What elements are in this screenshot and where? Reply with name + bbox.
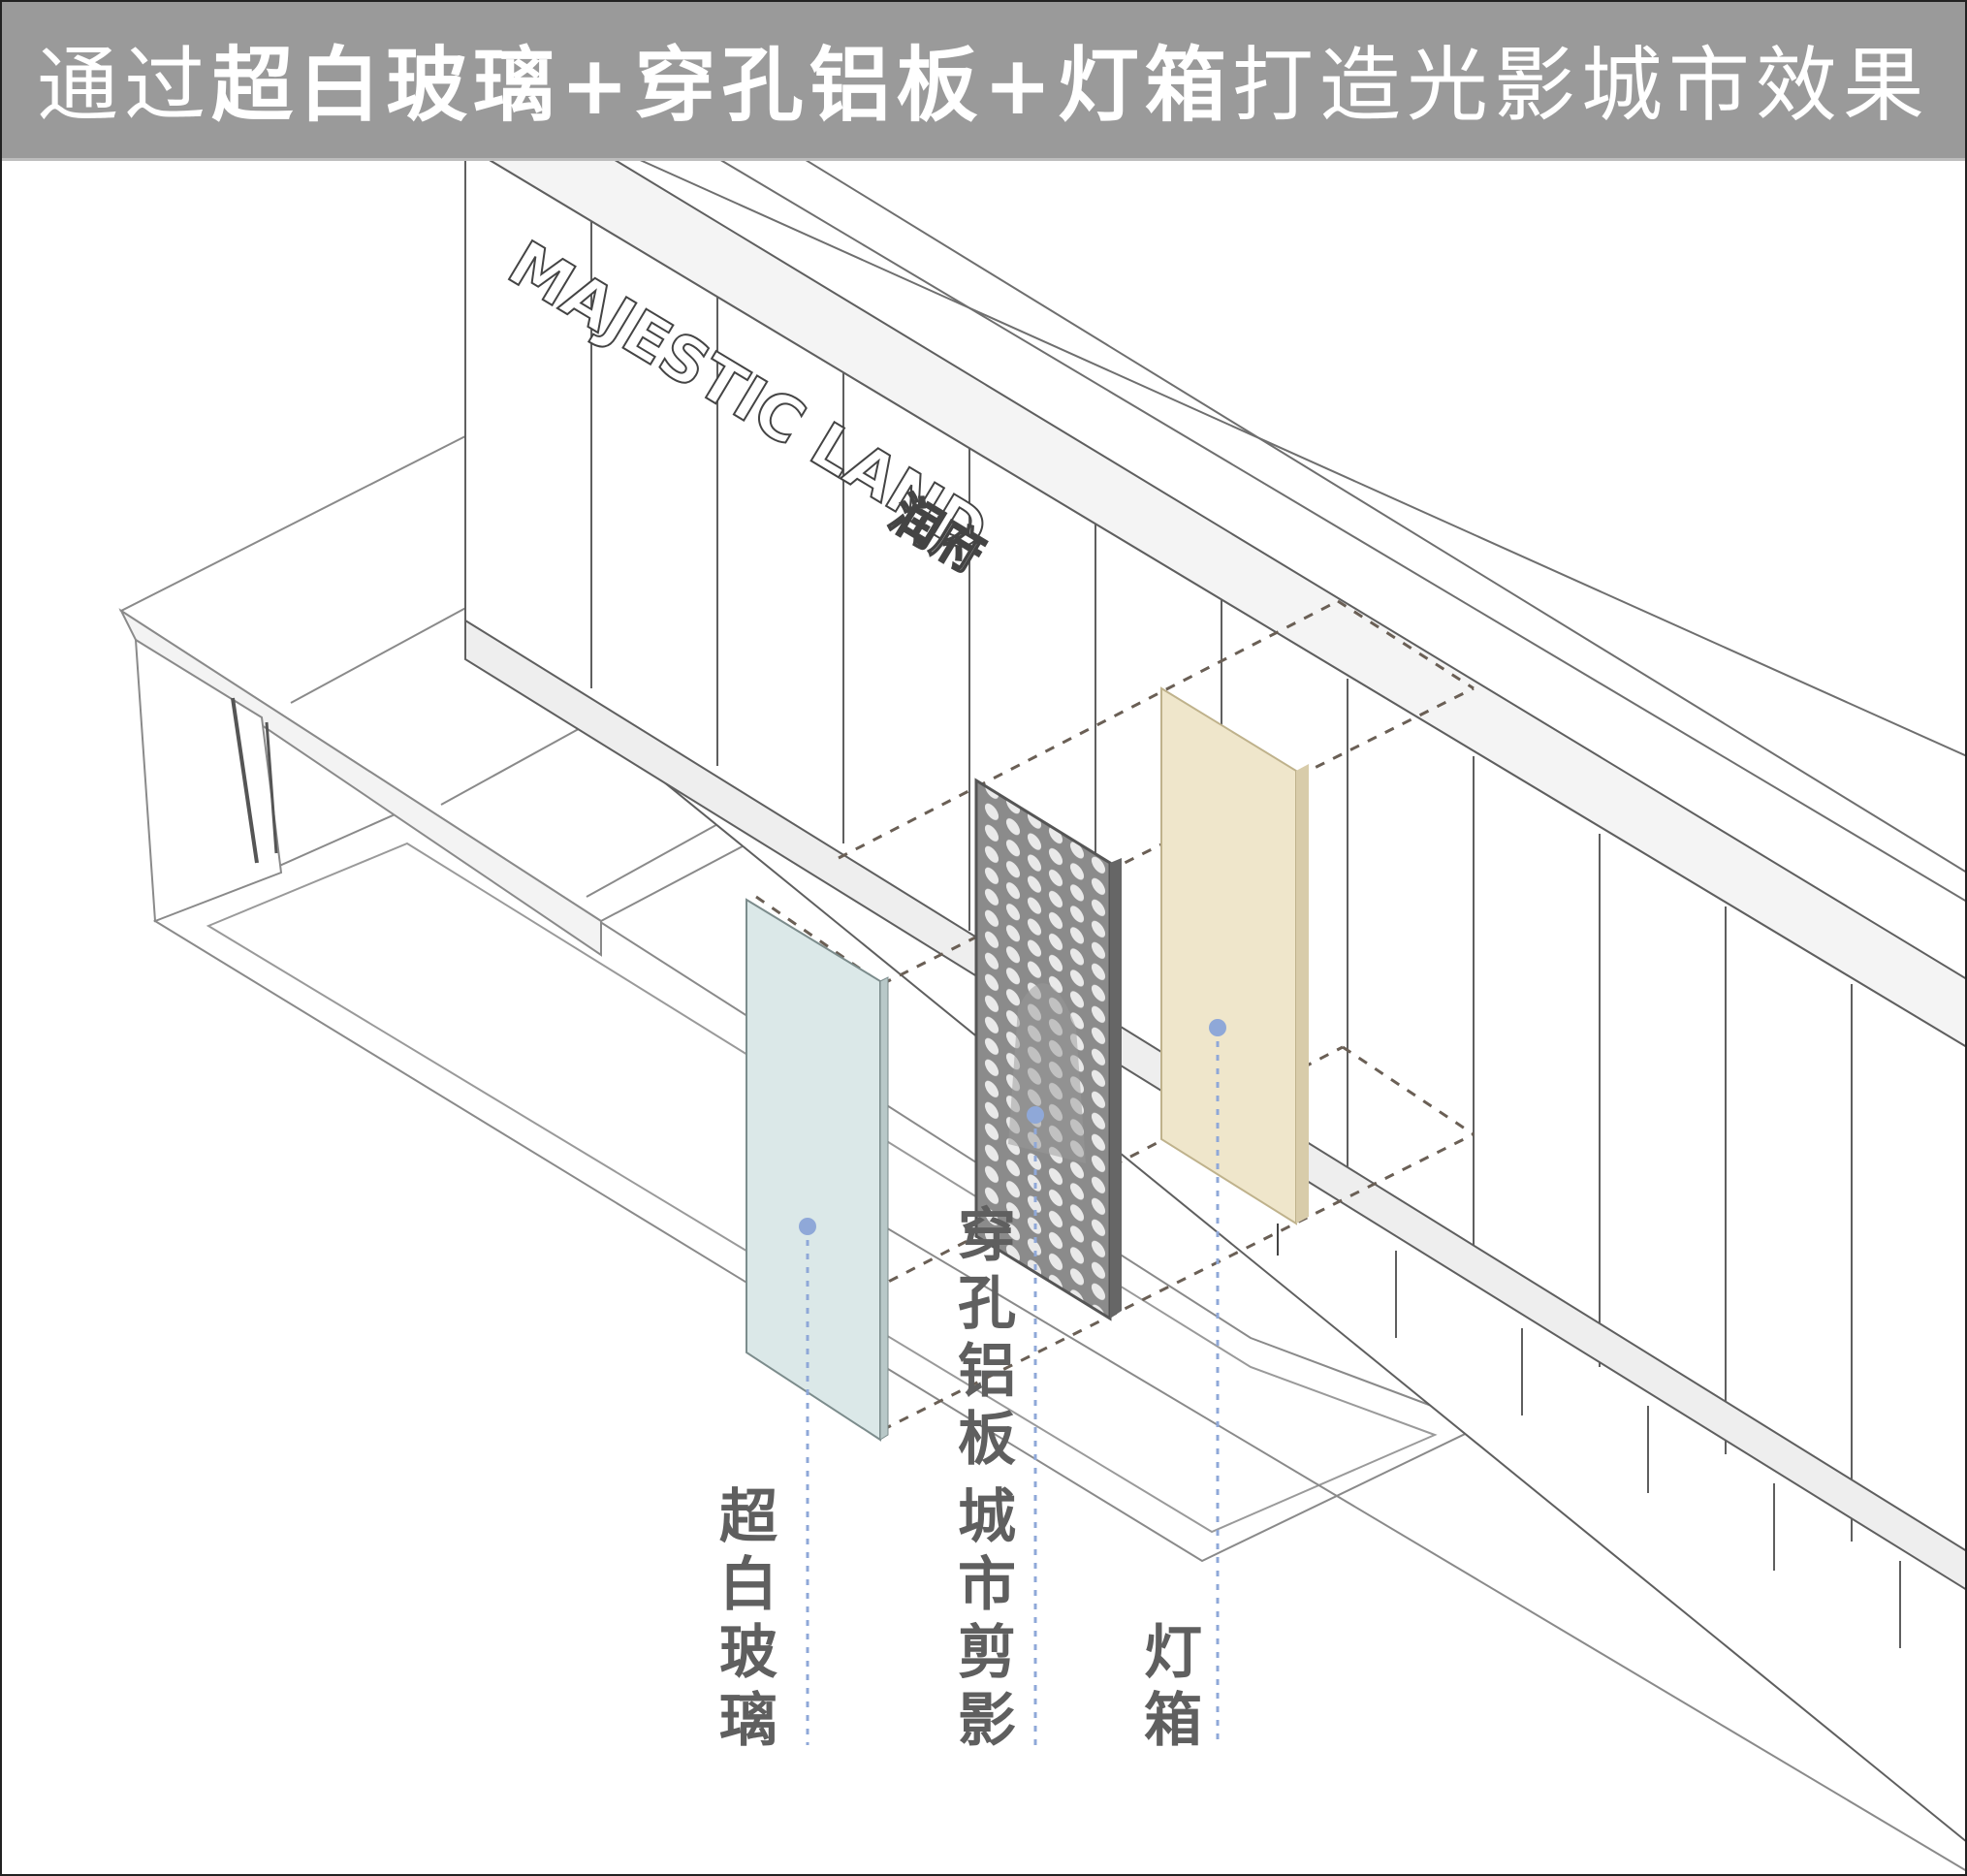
label-glass: 超白玻璃: [719, 1483, 777, 1755]
perforated-panel-icon: [1110, 858, 1122, 1319]
label-city-silhouette: 城市剪影: [958, 1483, 1016, 1755]
lightbox-panel: [1160, 686, 1309, 1256]
label-perforated-aluminium: 穿孔铝板: [958, 1202, 1016, 1474]
title-part-1: 通过: [37, 38, 212, 133]
lightbox-panel-icon: [1296, 764, 1309, 1224]
leader-dots: [799, 1019, 1226, 1235]
label-lightbox: 灯箱: [1144, 1619, 1202, 1755]
title-part-2: 超白玻璃+穿孔铝板+灯箱: [211, 38, 1232, 133]
title-banner: 通过 超白玻璃+穿孔铝板+灯箱 打造光影城市效果: [0, 0, 1967, 161]
floor-platform: [152, 803, 1486, 1563]
glass-panel: [746, 898, 889, 1442]
title-part-3: 打造光影城市效果: [1231, 38, 1930, 133]
ceiling-beam: [542, 57, 1967, 903]
leader-lines: [806, 1028, 1220, 1745]
glass-panel-icon: [879, 976, 889, 1441]
